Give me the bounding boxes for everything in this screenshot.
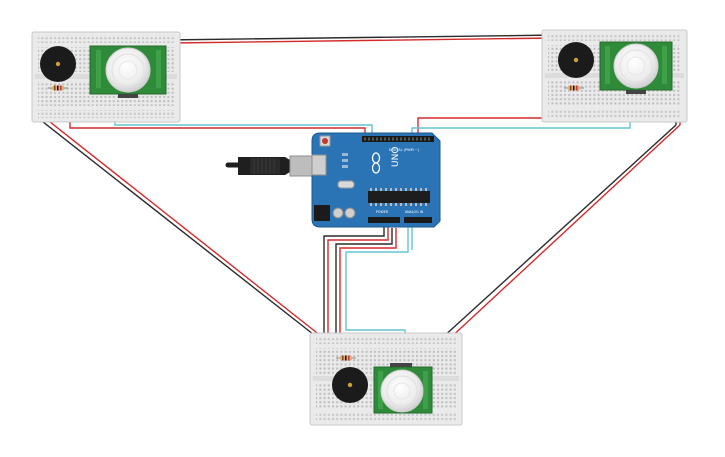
analog-label: ANALOG IN	[405, 210, 424, 214]
power-header	[368, 217, 400, 223]
atmega-chip	[368, 191, 430, 203]
breadboard-top-right	[541, 29, 688, 123]
breadboard-rail-top	[548, 33, 681, 41]
pir-sensor	[599, 41, 673, 94]
usb-cable	[225, 155, 313, 177]
analog-header	[404, 217, 432, 223]
resistor	[564, 85, 584, 91]
pir-sensor	[373, 363, 433, 414]
usb-port	[311, 154, 327, 176]
wire-ground-arduino-bottom-2	[335, 228, 393, 338]
arduino-pcb	[311, 132, 441, 228]
wire-power-tr-bottom	[447, 124, 681, 341]
breadboard-rail-top	[316, 336, 456, 344]
wire-ground-tr-bottom	[441, 124, 677, 339]
power-label: POWER	[376, 210, 389, 214]
breadboard-rail-bottom	[38, 110, 174, 118]
arduino-logo	[371, 152, 381, 174]
capacitor	[344, 207, 356, 219]
breadboard-rail-bottom	[316, 413, 456, 421]
power-jack	[314, 205, 330, 221]
pir-dome	[105, 47, 151, 93]
pir-sensor	[89, 45, 167, 98]
digital-label: DIGITAL (PWM ~)	[389, 148, 420, 152]
capacitor	[332, 207, 344, 219]
breadboard-top-left	[31, 31, 181, 123]
wire-ground-tl-bottom	[37, 117, 319, 339]
usb-connector	[289, 155, 313, 177]
buzzer-center	[55, 61, 61, 67]
wire-ground-top	[164, 34, 561, 41]
buzzer-center	[573, 57, 579, 63]
pir-dome	[613, 43, 659, 89]
crystal	[337, 180, 355, 189]
wire-power-arduino-bottom-1	[327, 225, 389, 338]
breadboard-rail-top	[38, 35, 174, 43]
resistor	[336, 355, 356, 361]
breadboard-bottom	[309, 332, 463, 426]
resistor	[48, 85, 68, 91]
wire-power-tl-bottom	[44, 117, 327, 341]
uno-label: UNO	[391, 147, 401, 167]
arduino-uno: DIGITAL (PWM ~) UNO	[311, 132, 441, 228]
breadboard-rail-bottom	[548, 110, 681, 118]
wire-ground-arduino-bottom-1	[323, 225, 385, 338]
wire-power-top	[171, 37, 556, 44]
buzzer-center	[347, 382, 353, 388]
